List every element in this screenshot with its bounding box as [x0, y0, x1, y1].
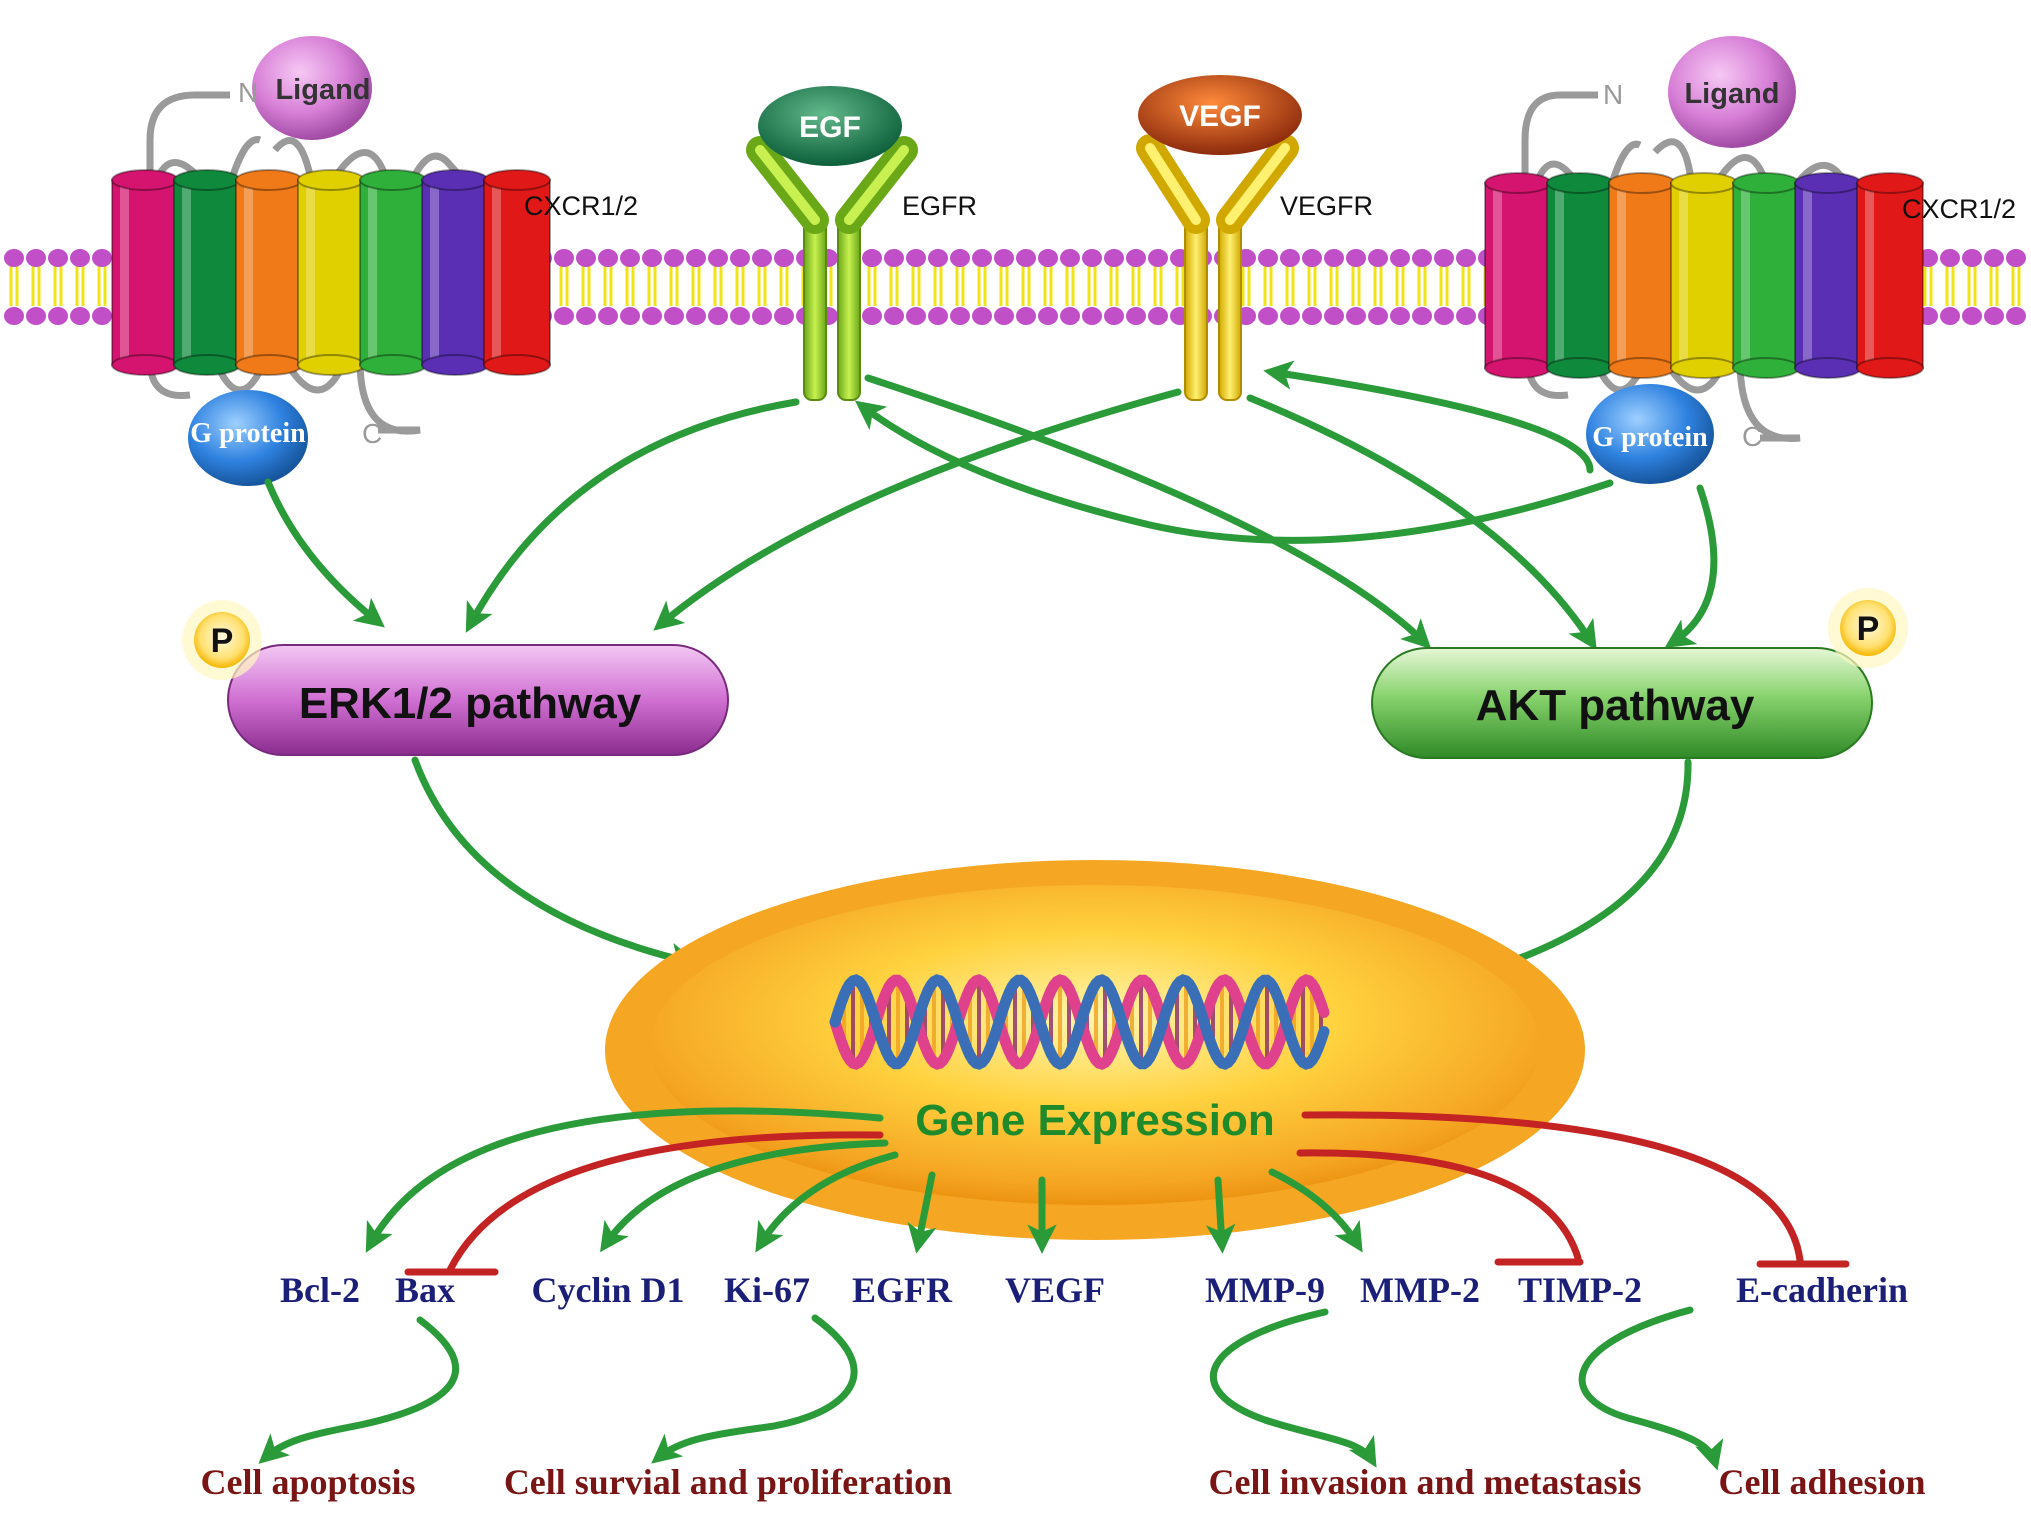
- cxcr-receptor-right: Ligand N G protein C CXCR1/2: [1484, 36, 2016, 484]
- cell-outcomes: Cell apoptosis Cell survial and prolifer…: [200, 1462, 1925, 1502]
- vegf-ligand: [1138, 75, 1302, 155]
- ligand-blob: [1668, 36, 1796, 148]
- vegf-label: VEGF: [1179, 100, 1261, 133]
- egfr-receptor: EGF EGFR: [746, 86, 977, 401]
- n-terminus-label: N: [238, 77, 258, 108]
- egf-label: EGF: [799, 111, 861, 144]
- egf-ligand: [758, 86, 902, 166]
- ligand-label: Ligand: [275, 74, 370, 106]
- gene-expression-label: Gene Expression: [915, 1096, 1274, 1145]
- outcome-label: Cell invasion and metastasis: [1208, 1462, 1641, 1502]
- ligand-label: Ligand: [1684, 78, 1779, 110]
- transmembrane-helices: [1484, 172, 1924, 379]
- ligand-blob: [252, 36, 372, 140]
- erk-pathway-label: ERK1/2 pathway: [299, 679, 642, 728]
- pathway-to-nucleus-arrows: [411, 756, 1692, 984]
- gene-to-target-arrows: [365, 1107, 1850, 1276]
- target-label: Ki-67: [724, 1270, 810, 1310]
- target-label: Bcl-2: [280, 1270, 360, 1310]
- phospho-badge: P: [1828, 588, 1908, 668]
- dna-helix: [829, 974, 1330, 1070]
- g-protein-label: G protein: [190, 418, 306, 449]
- cxcr-label: CXCR1/2: [1902, 194, 2016, 224]
- akt-pathway-label: AKT pathway: [1476, 681, 1755, 730]
- target-label: MMP-2: [1360, 1270, 1480, 1310]
- receptor-loops: [146, 91, 471, 435]
- outcome-label: Cell survial and proliferation: [504, 1462, 952, 1502]
- target-to-outcome-arrows: [258, 1306, 1724, 1471]
- transmembrane-helices: [111, 169, 551, 376]
- cxcr-label: CXCR1/2: [524, 191, 638, 221]
- target-label: MMP-9: [1205, 1270, 1325, 1310]
- svg-text:P: P: [211, 622, 234, 660]
- n-terminus-label: N: [1603, 79, 1623, 110]
- outcome-label: Cell adhesion: [1718, 1462, 1925, 1502]
- target-label: EGFR: [852, 1270, 953, 1310]
- erk-pathway: ERK1/2 pathway P: [182, 600, 729, 756]
- target-label: TIMP-2: [1518, 1270, 1642, 1310]
- akt-pathway: AKT pathway P: [1371, 588, 1908, 759]
- receptor-to-pathway-arrows: [264, 360, 1718, 651]
- g-protein-blob: [188, 390, 308, 486]
- g-protein-label: G protein: [1592, 422, 1708, 453]
- c-terminus-label: C: [1742, 421, 1762, 452]
- receptor-loops: [1521, 91, 1861, 443]
- target-label: E-cadherin: [1736, 1270, 1908, 1310]
- cxcr-receptor-left: Ligand N G protein C CXCR1/2: [111, 36, 638, 486]
- g-protein-blob: [1586, 384, 1714, 484]
- phospho-badge: P: [182, 600, 262, 680]
- egfr-label: EGFR: [902, 191, 977, 221]
- nucleus: Gene Expression: [605, 860, 1585, 1240]
- target-label: Bax: [395, 1270, 455, 1310]
- vegfr-label: VEGFR: [1280, 191, 1373, 221]
- target-label: Cyclin D1: [532, 1270, 685, 1310]
- outcome-label: Cell apoptosis: [200, 1462, 415, 1502]
- target-label: VEGF: [1005, 1270, 1105, 1310]
- vegfr-receptor: VEGF VEGFR: [1136, 75, 1373, 401]
- target-genes: Bcl-2 Bax Cyclin D1 Ki-67 EGFR VEGF MMP-…: [280, 1270, 1908, 1310]
- svg-text:P: P: [1857, 610, 1880, 648]
- c-terminus-label: C: [362, 418, 382, 449]
